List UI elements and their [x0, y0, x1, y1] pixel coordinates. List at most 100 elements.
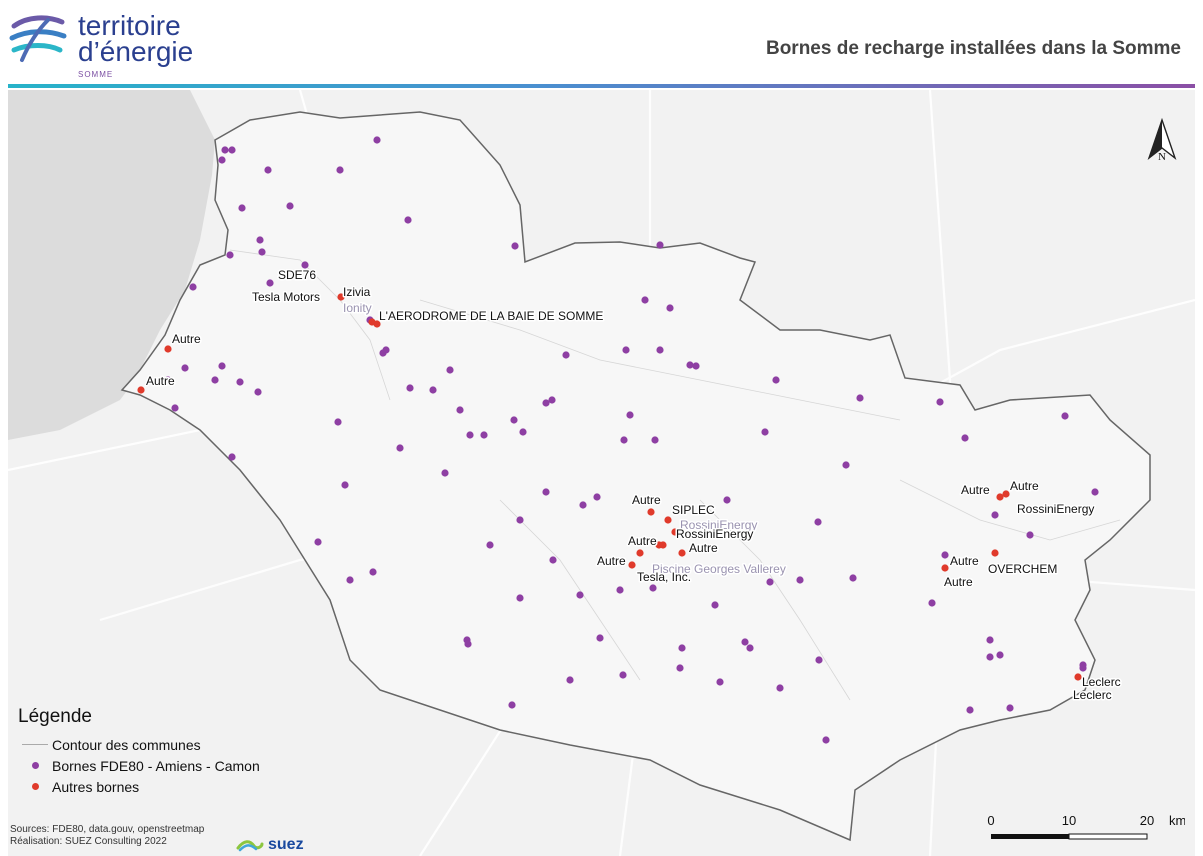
- header-gradient-bar: [8, 84, 1195, 88]
- fde80-charging-point: [486, 541, 494, 549]
- fde80-charging-point: [341, 481, 349, 489]
- fde80-charging-point: [266, 279, 274, 287]
- fde80-charging-point: [991, 511, 999, 519]
- fde80-charging-point: [620, 436, 628, 444]
- red-dot-icon: [31, 783, 39, 790]
- fde80-charging-point: [542, 488, 550, 496]
- station-label: Autre: [172, 332, 201, 346]
- autre-charging-point: [628, 561, 636, 569]
- fde80-charging-point: [446, 366, 454, 374]
- autre-charging-point: [991, 549, 999, 557]
- fde80-charging-point: [549, 556, 557, 564]
- fde80-charging-point: [711, 601, 719, 609]
- fde80-charging-point: [961, 434, 969, 442]
- fde80-charging-point: [856, 394, 864, 402]
- legend: Légende Contour des communes Bornes FDE8…: [18, 706, 338, 797]
- station-label: Autre: [950, 554, 979, 568]
- autre-charging-point: [373, 320, 381, 328]
- fde80-charging-point: [656, 346, 664, 354]
- station-label: Tesla, Inc.: [637, 570, 691, 584]
- purple-dot-icon: [31, 762, 39, 769]
- fde80-charging-point: [226, 251, 234, 259]
- fde80-charging-point: [772, 376, 780, 384]
- fde80-charging-point: [822, 736, 830, 744]
- fde80-charging-point: [723, 496, 731, 504]
- autre-charging-point: [164, 345, 172, 353]
- station-label: Autre: [961, 483, 990, 497]
- suez-wave-icon: [236, 840, 264, 852]
- station-label: Piscine Georges Vallerey: [652, 562, 786, 576]
- fde80-charging-point: [221, 146, 229, 154]
- station-label: Ionity: [343, 301, 372, 315]
- station-label: Leclerc: [1082, 675, 1121, 689]
- autre-charging-point: [678, 549, 686, 557]
- fde80-charging-point: [616, 586, 624, 594]
- fde80-charging-point: [373, 136, 381, 144]
- fde80-charging-point: [641, 296, 649, 304]
- fde80-charging-point: [456, 406, 464, 414]
- fde80-charging-point: [936, 398, 944, 406]
- station-label: Autre: [689, 541, 718, 555]
- legend-item-fde80: Bornes FDE80 - Amiens - Camon: [18, 755, 338, 776]
- autre-charging-point: [671, 528, 679, 536]
- territoire-energie-logo: territoire d’énergie SOMME: [8, 8, 208, 82]
- autre-charging-point: [941, 564, 949, 572]
- fde80-charging-point: [1061, 412, 1069, 420]
- scale-unit: km: [1169, 813, 1185, 828]
- station-label: L'AERODROME DE LA BAIE DE SOMME: [379, 309, 603, 323]
- station-label: Autre: [944, 575, 973, 589]
- station-label: Autre: [628, 534, 657, 548]
- header: territoire d’énergie SOMME Bornes de rec…: [0, 0, 1203, 88]
- fde80-charging-point: [516, 594, 524, 602]
- credits: Sources: FDE80, data.gouv, openstreetmap…: [10, 824, 204, 848]
- fde80-charging-point: [228, 146, 236, 154]
- autres-dots-layer: [137, 293, 1082, 681]
- scale-seg-white: [1068, 833, 1148, 840]
- fde80-charging-point: [746, 644, 754, 652]
- fde80-charging-point: [236, 378, 244, 386]
- autre-charging-point: [655, 541, 663, 549]
- somme-department-outline: [120, 111, 1151, 842]
- fde80-charging-point: [776, 684, 784, 692]
- station-label: RossiniEnergy: [680, 518, 757, 532]
- station-label: Autre: [1010, 479, 1039, 493]
- suez-wordmark: suez: [268, 836, 304, 853]
- fde80-charging-point: [510, 416, 518, 424]
- fde80-charging-point: [849, 574, 857, 582]
- fde80-charging-point: [1006, 704, 1014, 712]
- station-label: RossiniEnergy: [1017, 502, 1094, 516]
- fde80-charging-point: [941, 551, 949, 559]
- fde80-charging-point: [228, 453, 236, 461]
- legend-label: Contour des communes: [52, 736, 201, 753]
- fde80-charging-point: [171, 404, 179, 412]
- scale-tick-20: 20: [1140, 813, 1154, 828]
- fde80-charging-point: [842, 461, 850, 469]
- autre-charging-point: [664, 516, 672, 524]
- autre-charging-point: [647, 508, 655, 516]
- fde80-charging-point: [814, 518, 822, 526]
- fde80-charging-point: [576, 591, 584, 599]
- energy-swirl-icon: [9, 15, 67, 62]
- fde80-charging-point: [741, 638, 749, 646]
- fde80-charging-point: [686, 361, 694, 369]
- fde80-charging-point: [336, 166, 344, 174]
- fde80-charging-point: [181, 364, 189, 372]
- fde80-charging-point: [516, 516, 524, 524]
- fde80-charging-point: [761, 428, 769, 436]
- legend-item-contour: Contour des communes: [18, 734, 338, 755]
- fde80-charging-point: [264, 166, 272, 174]
- fde80-charging-point: [622, 346, 630, 354]
- fde80-charging-point: [256, 236, 264, 244]
- fde80-charging-point: [986, 653, 994, 661]
- fde80-charging-point: [566, 676, 574, 684]
- fde80-charging-point: [464, 640, 472, 648]
- fde80-charging-point: [815, 656, 823, 664]
- station-label: RossiniEnergy: [676, 527, 753, 541]
- logo-text-line1: territoire: [78, 10, 181, 41]
- fde80-charging-point: [258, 248, 266, 256]
- fde80-charging-point: [666, 304, 674, 312]
- page-title: Bornes de recharge installées dans la So…: [765, 38, 1181, 59]
- fde80-charging-point: [649, 584, 657, 592]
